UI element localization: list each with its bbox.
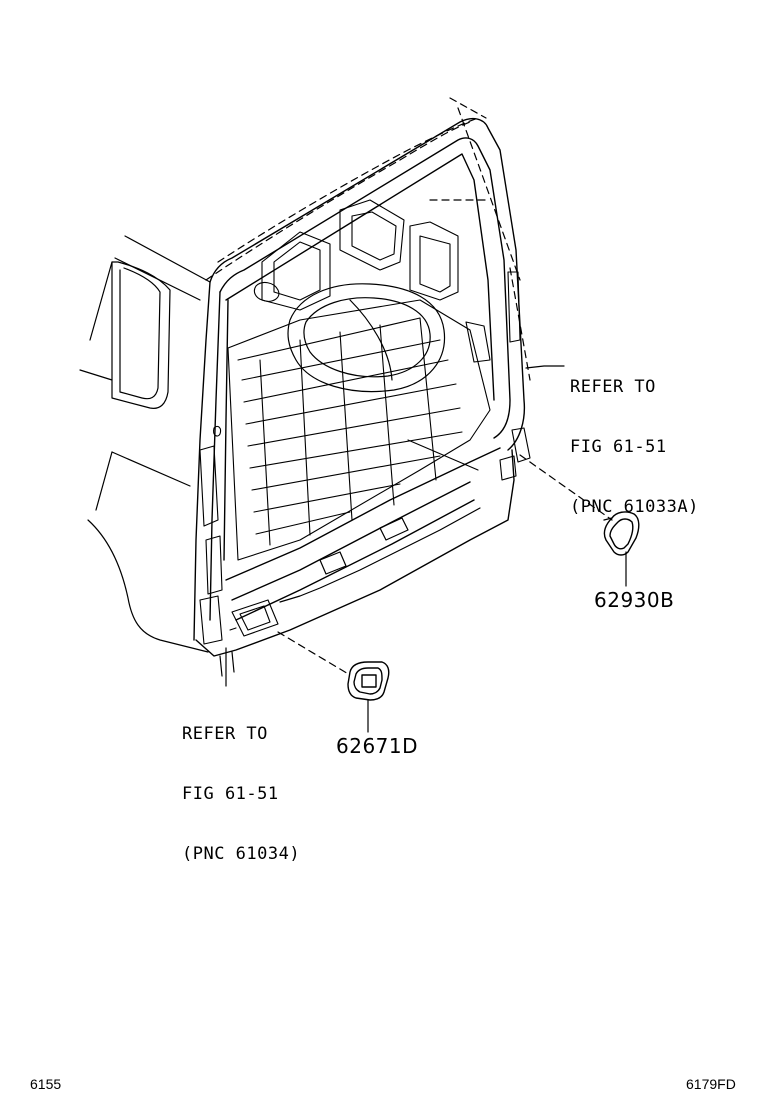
rear-sill — [220, 508, 480, 676]
part-number-62671d[interactable]: 62671D — [336, 734, 419, 758]
spare-tire-well — [288, 284, 445, 392]
dashed-roof-outline — [206, 98, 612, 675]
side-body-panel — [80, 236, 210, 652]
refer-callout-61034: REFER TO FIG 61-51 (PNC 61034) — [182, 684, 300, 904]
refer-callout-line1: REFER TO — [570, 377, 656, 397]
refer-callout-line3: (PNC 61033A) — [570, 497, 699, 517]
refer-callout-61033a: REFER TO FIG 61-51 (PNC 61033A) — [570, 337, 699, 557]
refer-callout-line1: REFER TO — [182, 724, 268, 744]
footer-right-code: 6179FD — [686, 1076, 736, 1092]
refer-upper-leader — [526, 366, 564, 368]
part-62930b-plug — [604, 512, 639, 555]
refer-callout-line2: FIG 61-51 — [182, 784, 279, 804]
refer-callout-line2: FIG 61-51 — [570, 437, 667, 457]
luggage-floor — [228, 300, 490, 560]
part-62671d-plug — [348, 662, 389, 700]
left-pillar-details — [200, 426, 278, 644]
part-number-62930b[interactable]: 62930B — [594, 588, 675, 612]
footer-left-code: 6155 — [30, 1076, 62, 1092]
refer-callout-line3: (PNC 61034) — [182, 844, 301, 864]
interior-upper-panels — [254, 200, 490, 470]
right-pillar-details — [500, 272, 530, 480]
rear-opening-frame — [194, 119, 524, 656]
